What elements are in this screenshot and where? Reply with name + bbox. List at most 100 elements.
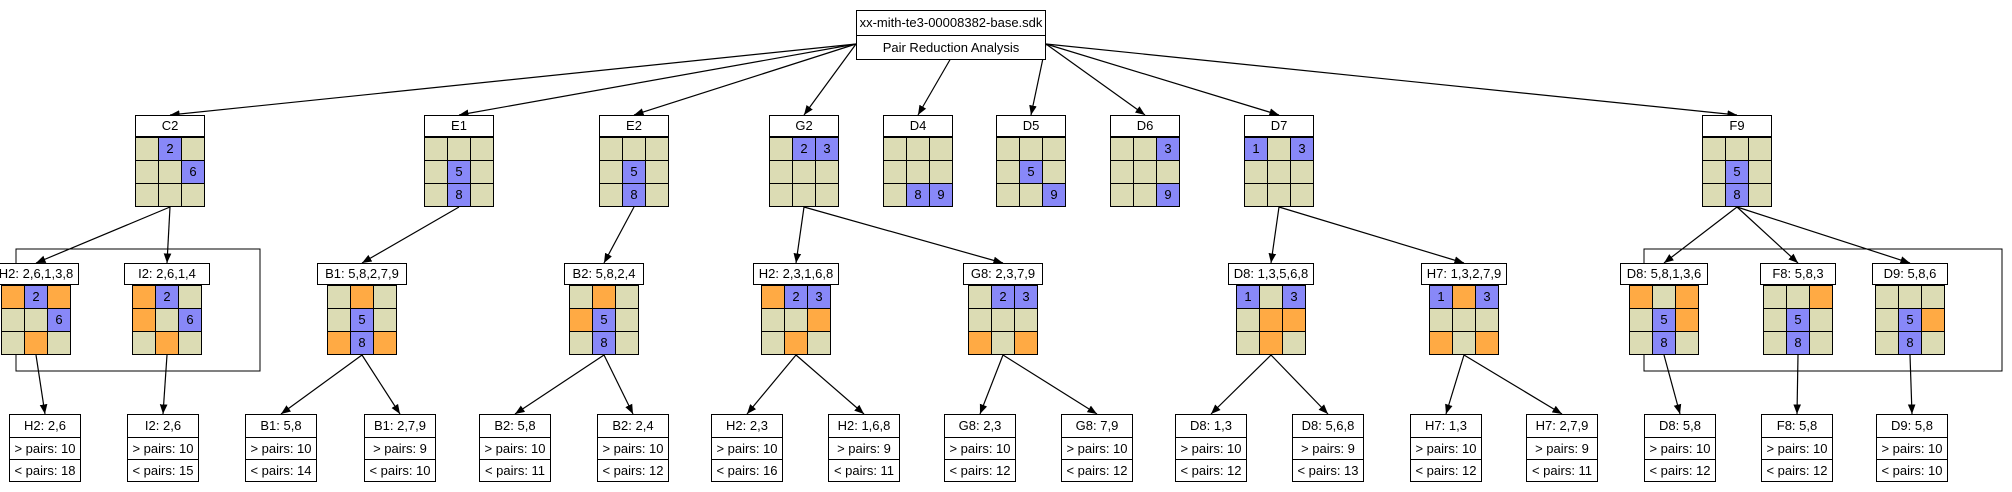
empty-cell	[424, 183, 448, 207]
empty-cell	[1675, 331, 1699, 355]
grid-title: H2: 2,3,1,6,8	[753, 263, 839, 285]
pairs-less: < pairs: 16	[712, 459, 782, 481]
result-node[interactable]: B2: 2,4> pairs: 10< pairs: 12	[597, 414, 669, 482]
result-node[interactable]: H2: 2,6> pairs: 10< pairs: 18	[9, 414, 81, 482]
eliminated-cell	[1675, 308, 1699, 332]
grid-title: I2: 2,6,1,4	[124, 263, 210, 285]
empty-cell	[769, 160, 793, 184]
result-node[interactable]: H2: 1,6,8> pairs: 9< pairs: 11	[828, 414, 900, 482]
pairs-less: < pairs: 10	[1877, 459, 1947, 481]
empty-cell	[991, 331, 1015, 355]
empty-cell	[1763, 285, 1787, 309]
empty-cell	[615, 285, 639, 309]
result-node[interactable]: B2: 5,8> pairs: 10< pairs: 11	[479, 414, 551, 482]
result-node[interactable]: F8: 5,8> pairs: 10< pairs: 12	[1761, 414, 1833, 482]
eliminated-cell	[1429, 331, 1453, 355]
result-node[interactable]: I2: 2,6> pairs: 10< pairs: 15	[127, 414, 199, 482]
pairs-less: < pairs: 11	[480, 459, 550, 481]
result-node[interactable]: G8: 7,9> pairs: 10< pairs: 12	[1061, 414, 1133, 482]
edge-root-d7	[1045, 43, 1280, 116]
empty-cell	[929, 160, 953, 184]
result-node[interactable]: D8: 1,3> pairs: 10< pairs: 12	[1175, 414, 1247, 482]
result-title: G8: 7,9	[1075, 418, 1119, 433]
pairs-greater: > pairs: 10	[246, 437, 316, 459]
edge-e2-b2a	[603, 206, 635, 264]
empty-cell	[1652, 285, 1676, 309]
empty-cell	[1629, 331, 1653, 355]
empty-cell	[1629, 308, 1653, 332]
result-node[interactable]: D8: 5,6,8> pairs: 9< pairs: 13	[1292, 414, 1364, 482]
grid-title: H2: 2,6,1,3,8	[0, 263, 79, 285]
root-node[interactable]: xx-mith-te3-00008382-base.sdk Pair Reduc…	[856, 10, 1046, 60]
pairs-less: < pairs: 12	[1411, 459, 1481, 481]
eliminated-cell	[1014, 331, 1038, 355]
empty-cell	[769, 183, 793, 207]
empty-cell	[615, 308, 639, 332]
grid-title: D6	[1110, 115, 1180, 137]
result-title: I2: 2,6	[144, 418, 182, 433]
grid-title: D4	[883, 115, 953, 137]
eliminated-cell	[1259, 331, 1283, 355]
candidate-cell: 9	[929, 183, 953, 207]
empty-cell	[1110, 137, 1134, 161]
pairs-less: < pairs: 10	[365, 459, 435, 481]
result-node[interactable]: B1: 2,7,9> pairs: 9< pairs: 10	[364, 414, 436, 482]
candidate-cell: 2	[991, 285, 1015, 309]
empty-cell	[373, 308, 397, 332]
candidate-cell: 3	[1475, 285, 1499, 309]
empty-cell	[1259, 285, 1283, 309]
result-node[interactable]: H2: 2,3> pairs: 10< pairs: 16	[711, 414, 783, 482]
pairs-less: < pairs: 12	[1762, 459, 1832, 481]
empty-cell	[991, 308, 1015, 332]
result-node[interactable]: H7: 1,3> pairs: 10< pairs: 12	[1410, 414, 1482, 482]
edge-h7a-r13	[1445, 354, 1465, 415]
grid-title: F9	[1702, 115, 1772, 137]
edge-d9a-r17	[1907, 354, 1916, 415]
result-node[interactable]: H7: 2,7,9> pairs: 9< pairs: 11	[1526, 414, 1598, 482]
result-title: H2: 2,3	[726, 418, 768, 433]
pairs-greater: > pairs: 10	[1062, 437, 1132, 459]
pairs-greater: > pairs: 10	[128, 437, 198, 459]
candidate-cell: 8	[1652, 331, 1676, 355]
result-title: H2: 2,6	[24, 418, 66, 433]
result-node[interactable]: B1: 5,8> pairs: 10< pairs: 14	[245, 414, 317, 482]
edge-c2-i2a	[163, 206, 172, 264]
empty-cell	[815, 183, 839, 207]
candidate-cell: 2	[792, 137, 816, 161]
edge-h2b-r8	[795, 354, 865, 415]
edge-d8a-r12	[1270, 354, 1329, 415]
pairs-greater: > pairs: 10	[1411, 437, 1481, 459]
candidate-cell: 3	[807, 285, 831, 309]
result-node[interactable]: D8: 5,8> pairs: 10< pairs: 12	[1644, 414, 1716, 482]
empty-cell	[761, 331, 785, 355]
edge-d8a-r11	[1210, 354, 1272, 415]
pairs-less: < pairs: 12	[945, 459, 1015, 481]
empty-cell	[135, 137, 159, 161]
result-node[interactable]: D9: 5,8> pairs: 10< pairs: 10	[1876, 414, 1948, 482]
candidate-cell: 9	[1042, 183, 1066, 207]
result-node[interactable]: G8: 2,3> pairs: 10< pairs: 12	[944, 414, 1016, 482]
root-subtitle: Pair Reduction Analysis	[857, 35, 1045, 59]
candidate-cell: 8	[592, 331, 616, 355]
empty-cell	[1748, 183, 1772, 207]
